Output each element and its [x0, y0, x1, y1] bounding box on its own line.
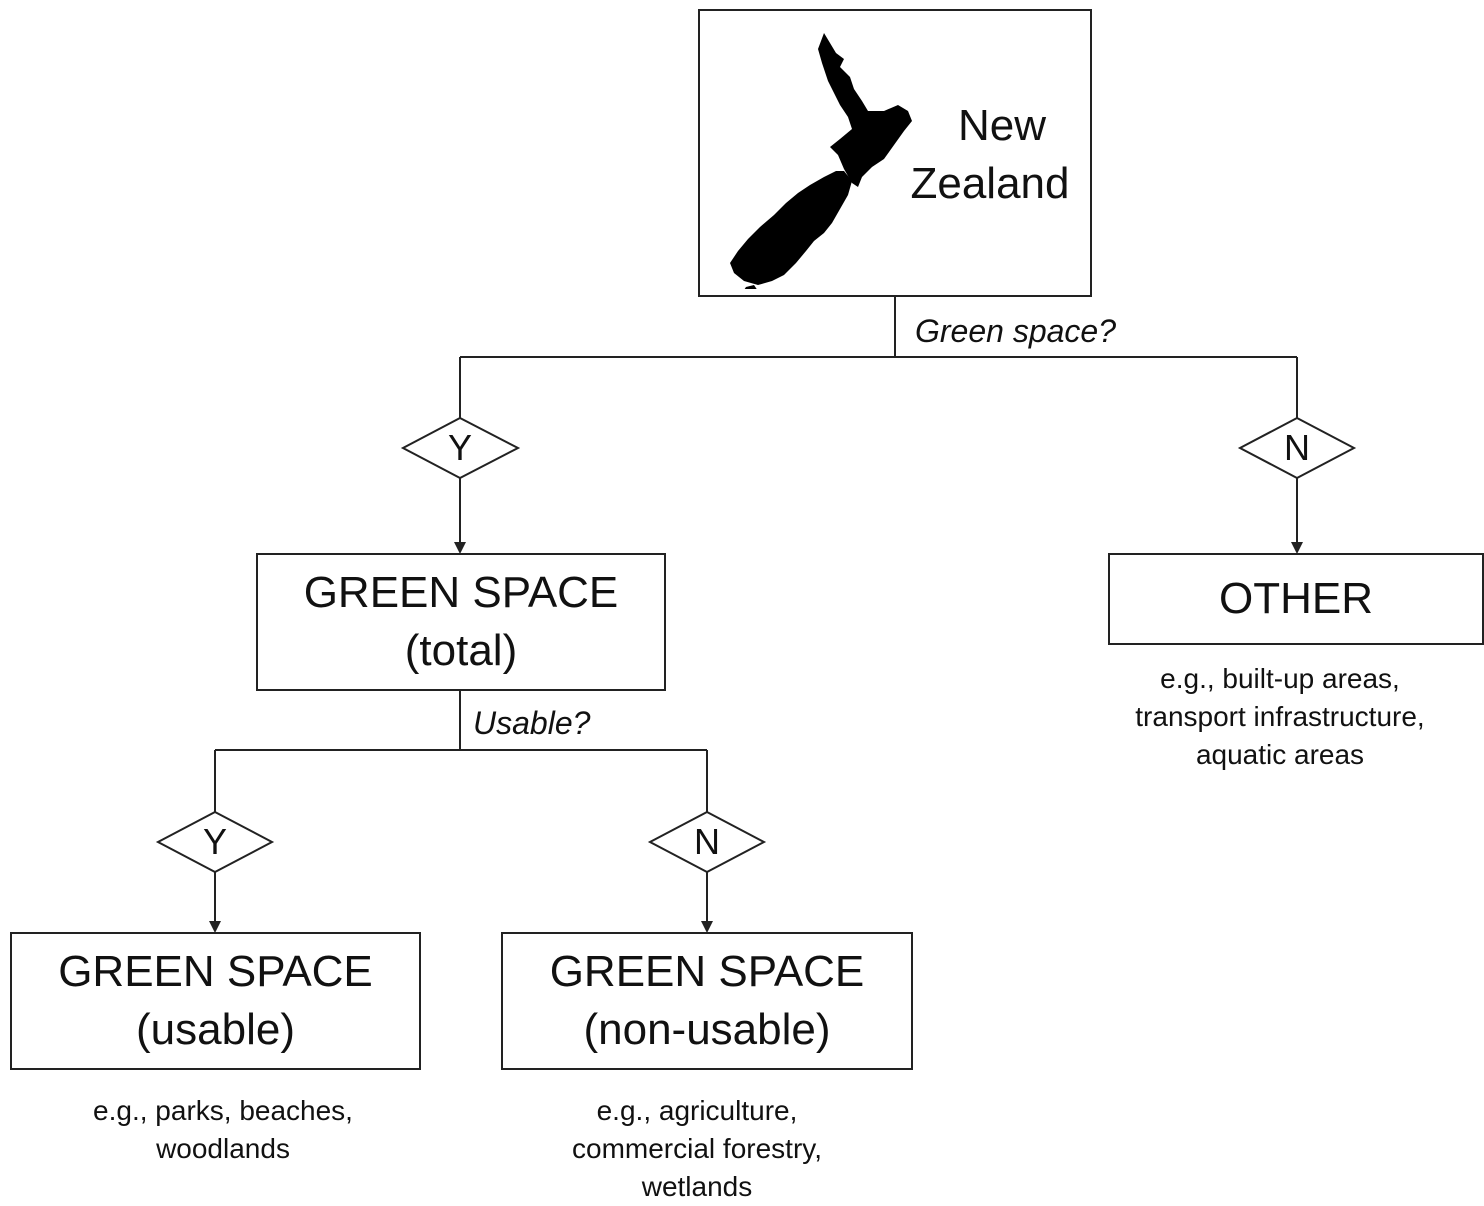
decision-diamond-green-yes	[400, 416, 521, 480]
new-zealand-title: New Zealand	[890, 97, 1090, 213]
note-usable: e.g., parks, beaches, woodlands	[40, 1092, 406, 1168]
node-other-line-1: OTHER	[1219, 574, 1373, 623]
node-green-space-usable: GREEN SPACE (usable)	[10, 932, 421, 1070]
node-usable-line-2: (usable)	[136, 1005, 295, 1054]
node-total-line-2: (total)	[404, 626, 518, 675]
question-green-space: Green space?	[915, 313, 1117, 349]
node-total-line-1: GREEN SPACE	[303, 568, 619, 617]
node-green-space-total: GREEN SPACE (total)	[256, 553, 666, 691]
new-zealand-box: New Zealand	[698, 9, 1092, 297]
decision-diamond-usable-yes	[155, 810, 275, 874]
note-non-usable-line-1: e.g., agriculture,	[596, 1095, 798, 1126]
node-green-space-non-usable: GREEN SPACE (non-usable)	[501, 932, 913, 1070]
decision-diamond-green-no	[1237, 416, 1357, 480]
note-other-line-2: transport infrastructure,	[1135, 701, 1425, 732]
note-usable-line-2: woodlands	[156, 1133, 290, 1164]
decision-label-usable-yes: Y	[202, 821, 227, 862]
node-other: OTHER	[1108, 553, 1484, 645]
decision-label-green-yes: Y	[447, 427, 472, 468]
title-line-2: Zealand	[910, 159, 1070, 208]
node-non-usable-line-1: GREEN SPACE	[549, 947, 865, 996]
node-usable-line-1: GREEN SPACE	[58, 947, 373, 996]
new-zealand-map-icon	[730, 33, 912, 289]
note-other: e.g., built-up areas, transport infrastr…	[1100, 660, 1460, 774]
title-line-1: New	[957, 101, 1047, 150]
decision-diamond-usable-no	[647, 810, 767, 874]
decision-label-green-no: N	[1284, 427, 1310, 468]
note-non-usable-line-3: wetlands	[641, 1171, 753, 1202]
note-other-line-1: e.g., built-up areas,	[1160, 663, 1400, 694]
decision-label-usable-no: N	[694, 821, 720, 862]
question-usable: Usable?	[473, 705, 591, 741]
node-non-usable-line-2: (non-usable)	[583, 1005, 831, 1054]
note-usable-line-1: e.g., parks, beaches,	[93, 1095, 353, 1126]
note-other-line-3: aquatic areas	[1195, 739, 1365, 770]
note-non-usable: e.g., agriculture, commercial forestry, …	[517, 1092, 877, 1206]
note-non-usable-line-2: commercial forestry,	[572, 1133, 822, 1164]
